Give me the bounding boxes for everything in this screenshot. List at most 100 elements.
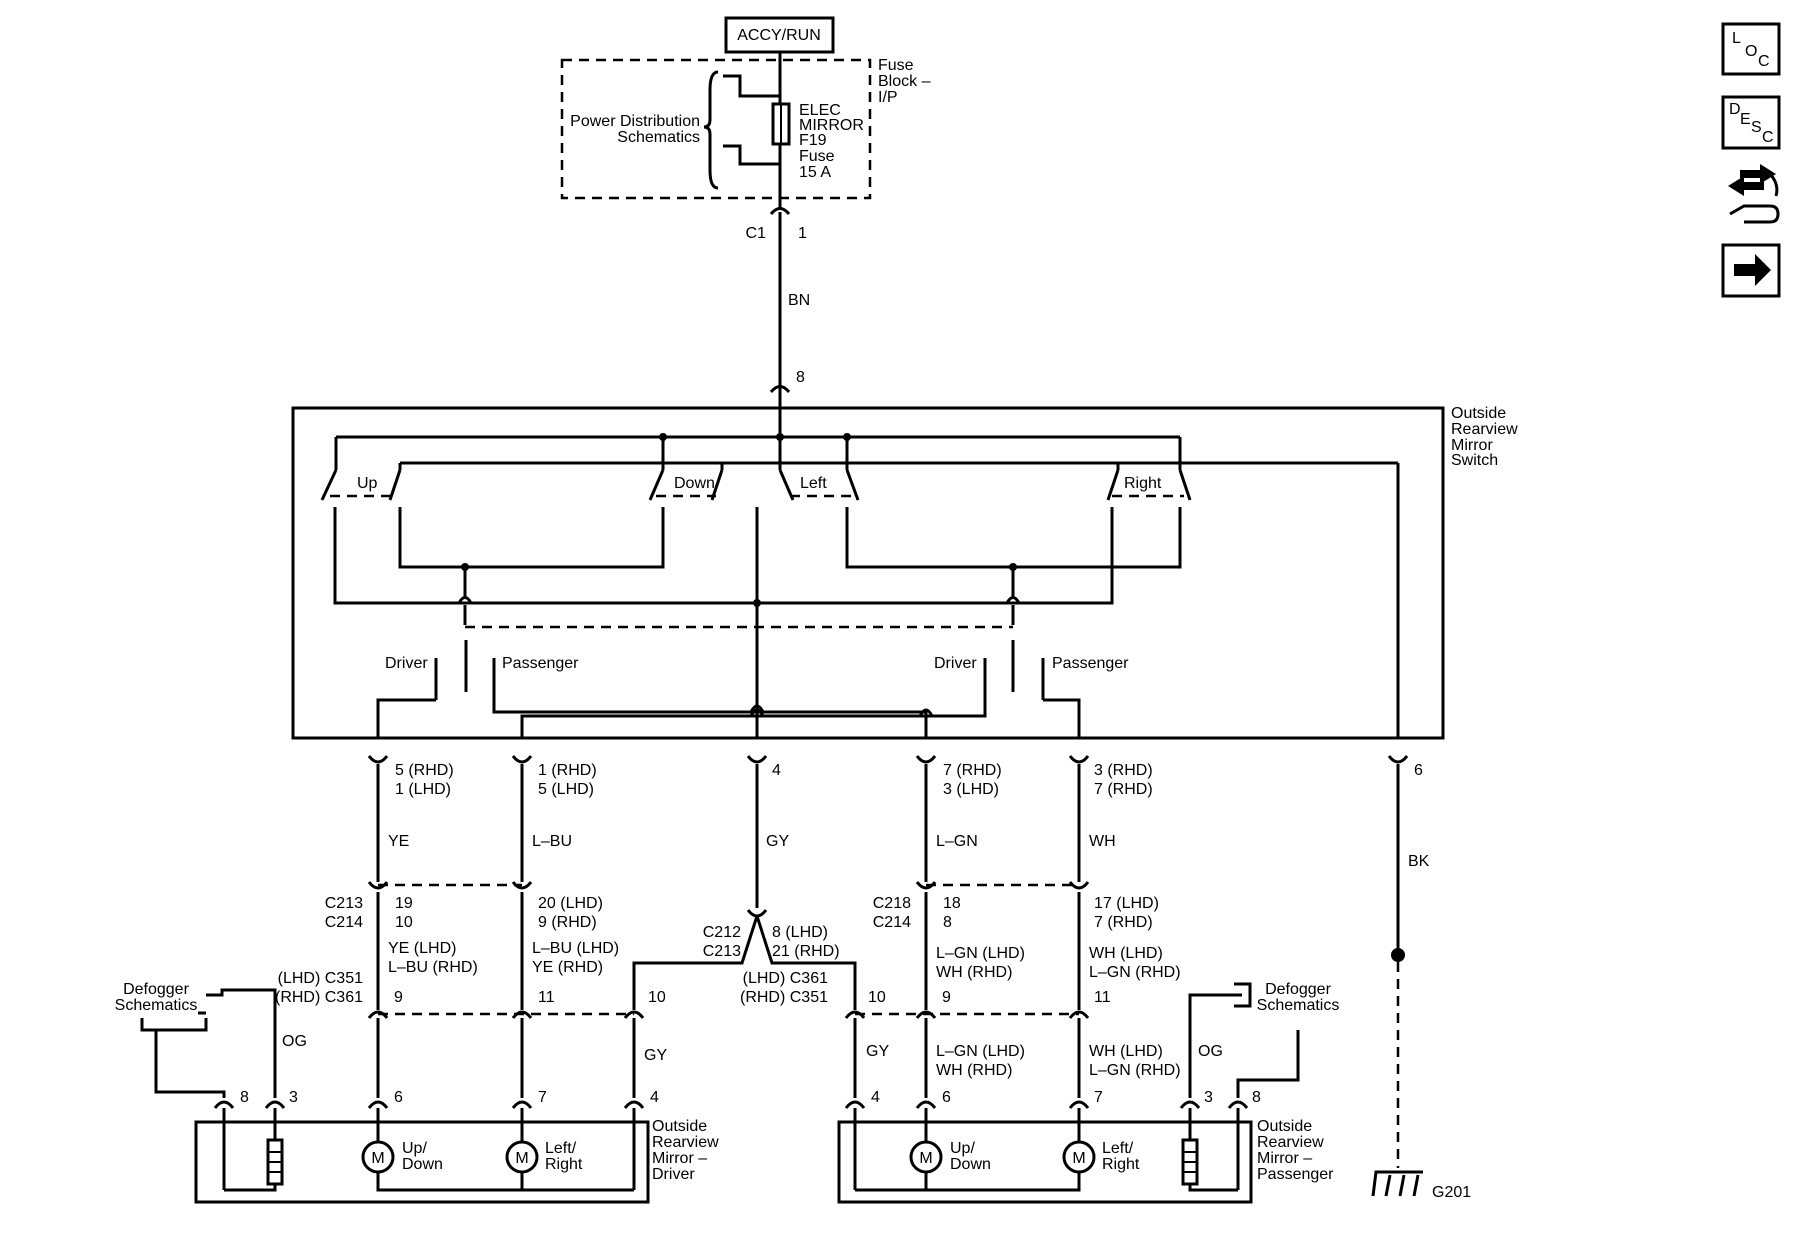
desc-letter-c: C (1762, 129, 1774, 146)
loc-letter-l: L (1732, 30, 1741, 47)
bn-wire-label: BN (788, 292, 810, 309)
switch-title-1: Outside (1451, 405, 1506, 422)
driver-motor1-label-2: Down (402, 1156, 443, 1173)
left-b-color-1: L–BU (LHD) (532, 940, 619, 957)
switch-title-3: Mirror (1451, 437, 1493, 454)
pin-18-label: 18 (943, 895, 961, 912)
c351-left-1: (LHD) C351 (278, 970, 363, 987)
driver-pin-8: 8 (240, 1089, 249, 1106)
switch-output-pins: 5 (RHD) 1 (LHD) 1 (RHD) 5 (LHD) 4 7 (RHD… (367, 755, 1423, 798)
power-dist-label-2: Schematics (617, 129, 700, 146)
pin-3-rhd-label: 3 (RHD) (1094, 762, 1153, 779)
c361-pin-11: 11 (1094, 989, 1111, 1006)
right-a2-color-2: WH (RHD) (936, 1062, 1012, 1079)
next-arrow-button[interactable] (1721, 243, 1781, 298)
right-b-color-2: L–GN (RHD) (1089, 964, 1181, 981)
splice-dot (1391, 948, 1405, 962)
c1-pin-label: 1 (798, 225, 807, 242)
passenger-motor1-label-2: Down (950, 1156, 991, 1173)
gy-wire-label: GY (766, 833, 789, 850)
c214-right-label: C214 (873, 914, 911, 931)
passenger-title-1: Outside (1257, 1118, 1312, 1135)
passenger-motor2-label-1: Left/ (1102, 1140, 1134, 1157)
right-b2-color-1: WH (LHD) (1089, 1043, 1163, 1060)
passenger-pin-3: 3 (1204, 1089, 1213, 1106)
right-a2-color-1: L–GN (LHD) (936, 1043, 1025, 1060)
desc-letter-e: E (1740, 111, 1751, 128)
passenger-title-3: Mirror – (1257, 1150, 1312, 1167)
accy-run-source: ACCY/RUN (724, 16, 835, 54)
driver-motor2-label-1: Left/ (545, 1140, 577, 1157)
driver-title-1: Outside (652, 1118, 707, 1135)
pin-7-rhd-label: 7 (RHD) (1094, 781, 1153, 798)
c212-c213-connector: C212 C213 8 (LHD) 21 (RHD) (632, 909, 857, 1010)
driver-motor1-symbol: M (371, 1150, 384, 1167)
og-right-label: OG (1198, 1043, 1223, 1060)
desc-letter-s: S (1751, 119, 1762, 136)
pin-1-rhd-label: 1 (RHD) (538, 762, 597, 779)
desc-letter-d: D (1729, 101, 1741, 118)
right-a-color-2: WH (RHD) (936, 964, 1012, 981)
switch-right-label: Right (1124, 475, 1162, 492)
fuse-block-label-2: Block – (878, 73, 931, 90)
c351-left-2: (RHD) C361 (275, 989, 363, 1006)
c351-right-2: (RHD) C351 (740, 989, 828, 1006)
pin-8-label: 8 (943, 914, 952, 931)
fuse-label-2: MIRROR (799, 117, 864, 134)
passenger-motor2-symbol: M (1072, 1150, 1085, 1167)
mirror-passenger: 4 6 7 3 8 M M Up/ Down Left/ Right Outsi… (837, 1089, 1334, 1204)
fuse-block: Fuse Block – I/P Power Distribution Sche… (560, 57, 931, 200)
switch-up-label: Up (357, 475, 378, 492)
pin-7-rhd-label-2: 7 (RHD) (1094, 914, 1153, 931)
passenger-pin-4: 4 (871, 1089, 880, 1106)
driver-pin-7: 7 (538, 1089, 547, 1106)
mirror-switch: Outside Rearview Mirror Switch Up Down (291, 402, 1518, 740)
wiring-arrows-button[interactable] (1728, 164, 1780, 224)
loc-letter-c: C (1758, 53, 1770, 70)
switch-passenger-label-1: Passenger (502, 655, 579, 672)
c361-pin-10: 10 (868, 989, 886, 1006)
c213-c218-connectors: C213 C214 19 10 20 (LHD) 9 (RHD) C218 C2… (325, 881, 1159, 931)
driver-pin-3: 3 (289, 1089, 298, 1106)
c351-pin-9: 9 (394, 989, 403, 1006)
gy-right-label: GY (866, 1043, 889, 1060)
fuse-label-4: Fuse (799, 148, 835, 165)
fuse-label-1: ELEC (799, 102, 841, 119)
pin-5-rhd-label: 5 (RHD) (395, 762, 454, 779)
driver-title-3: Mirror – (652, 1150, 707, 1167)
c218-label: C218 (873, 895, 911, 912)
right-b-color-1: WH (LHD) (1089, 945, 1163, 962)
pin-8-lhd-label: 8 (LHD) (772, 924, 828, 941)
passenger-motor1-label-1: Up/ (950, 1140, 975, 1157)
c213-label: C213 (325, 895, 363, 912)
loc-letter-o: O (1745, 43, 1757, 60)
og-left-label: OG (282, 1033, 307, 1050)
driver-title-2: Rearview (652, 1134, 719, 1151)
desc-button[interactable]: D E S C (1721, 95, 1781, 150)
c212-label: C212 (703, 924, 741, 941)
pin-21-rhd-label: 21 (RHD) (772, 943, 840, 960)
fuse-label-3: F19 (799, 132, 827, 149)
switch-pin-8-label: 8 (796, 369, 805, 386)
pin-4-label: 4 (772, 762, 781, 779)
defogger-left: Defogger Schematics OG (115, 981, 307, 1098)
driver-motor1-label-1: Up/ (402, 1140, 427, 1157)
switch-left-label: Left (800, 475, 827, 492)
c351-pin-11: 11 (538, 989, 555, 1006)
right-a-color-1: L–GN (LHD) (936, 945, 1025, 962)
defogger-left-1: Defogger (123, 981, 189, 998)
passenger-pin-8: 8 (1252, 1089, 1261, 1106)
pin-9-rhd-label: 9 (RHD) (538, 914, 597, 931)
loc-button[interactable]: L O C (1721, 22, 1781, 76)
pin-1-lhd-label: 1 (LHD) (395, 781, 451, 798)
switch-down-label: Down (674, 475, 715, 492)
lbu-wire-label: L–BU (532, 833, 572, 850)
switch-driver-label-2: Driver (934, 655, 977, 672)
defogger-right: Defogger Schematics OG (1188, 981, 1339, 1098)
c213-mid-label: C213 (703, 943, 741, 960)
defogger-left-2: Schematics (115, 997, 198, 1014)
fuse-block-label-3: I/P (878, 89, 898, 106)
switch-driver-label-1: Driver (385, 655, 428, 672)
switch-title-2: Rearview (1451, 421, 1518, 438)
passenger-title-4: Passenger (1257, 1166, 1334, 1183)
